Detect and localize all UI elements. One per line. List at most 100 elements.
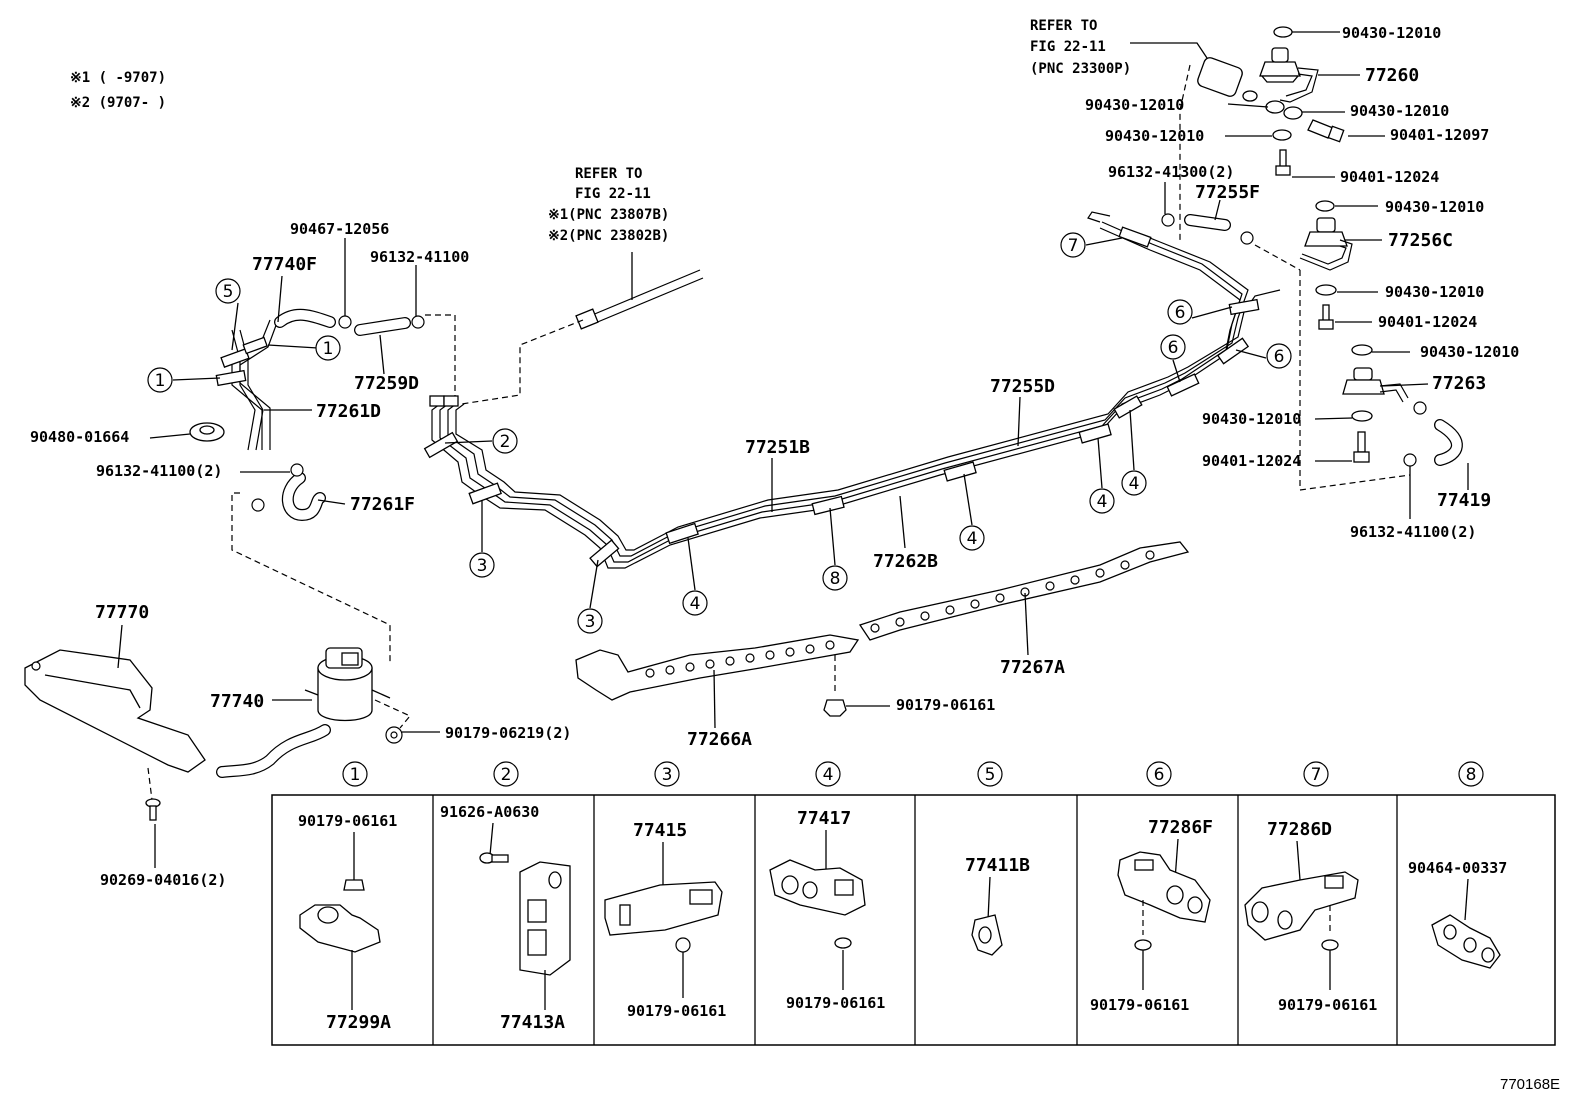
stiffener-77266A [575, 634, 860, 701]
detail-2-top: 91626-A0630 [440, 803, 539, 821]
label-90179-06219-2: 90179-06219(2) [445, 724, 571, 742]
svg-text:1: 1 [323, 339, 334, 359]
callout-5: 5 [215, 278, 241, 304]
hose-clamp-icon [1403, 453, 1417, 467]
callout-4: 4 [682, 590, 708, 616]
nut-icon [834, 937, 852, 949]
detail-4-top: 77417 [797, 808, 851, 829]
pipe-clamp-4b [943, 461, 977, 482]
hose-clamp-icon [1240, 231, 1254, 245]
svg-text:4: 4 [690, 594, 701, 614]
nut-icon [1134, 939, 1152, 951]
svg-text:3: 3 [585, 612, 596, 632]
hose-clamp-icon [251, 498, 265, 512]
washer-icon [1315, 200, 1335, 212]
detail-1-top: 90179-06161 [298, 812, 397, 830]
detail-5-top: 77411B [965, 855, 1030, 876]
detail-6-top: 77286F [1148, 817, 1213, 838]
label-90430-12010: 90430-12010 [1202, 410, 1301, 428]
detail-4-bottom: 90179-06161 [786, 994, 885, 1012]
label-77263: 77263 [1432, 373, 1486, 394]
figure-id: 770168E [1500, 1076, 1560, 1093]
detail-header-8: 8 [1458, 761, 1484, 787]
label-77266A: 77266A [687, 729, 752, 750]
svg-text:3: 3 [662, 765, 673, 785]
svg-text:※2(PNC 23802B): ※2(PNC 23802B) [548, 228, 669, 244]
detail-boxes: 1 2 3 4 5 6 7 8 90179-06161 77299A 91626… [271, 761, 1556, 1046]
label-77260: 77260 [1365, 65, 1419, 86]
detail-header-2: 2 [493, 761, 519, 787]
label-90179-06161: 90179-06161 [896, 696, 995, 714]
bolt-icon [145, 798, 161, 821]
svg-text:6: 6 [1168, 338, 1179, 358]
svg-text:4: 4 [823, 765, 834, 785]
label-96132-41100-2: 96132-41100(2) [96, 462, 222, 480]
svg-text:6: 6 [1154, 765, 1165, 785]
svg-text:7: 7 [1068, 236, 1079, 256]
svg-text:※1(PNC 23807B): ※1(PNC 23807B) [548, 207, 669, 223]
label-90467-12056: 90467-12056 [290, 220, 389, 238]
callout-2: 2 [492, 428, 518, 454]
callout-1: 1 [315, 335, 341, 361]
pipe-clamp-3b [589, 539, 620, 568]
label-77255D: 77255D [990, 376, 1055, 397]
svg-text:REFER TO: REFER TO [1030, 18, 1097, 34]
label-77255F: 77255F [1195, 182, 1260, 203]
svg-text:6: 6 [1274, 347, 1285, 367]
union-fitting-77256C [1299, 217, 1353, 271]
label-90401-12024: 90401-12024 [1340, 168, 1439, 186]
nut-icon [343, 879, 365, 891]
pipe-clamp-6b [1216, 337, 1250, 365]
label-90269-04016-2: 90269-04016(2) [100, 871, 226, 889]
svg-text:5: 5 [985, 765, 996, 785]
svg-text:2: 2 [500, 432, 511, 452]
svg-text:FIG 22-11: FIG 22-11 [1030, 39, 1106, 55]
washer-icon [1351, 410, 1373, 422]
bolt-icon [1318, 304, 1334, 330]
label-90430-12010: 90430-12010 [1105, 127, 1204, 145]
label-90430-12010: 90430-12010 [1385, 198, 1484, 216]
hose-clamp-icon [411, 315, 425, 329]
detail-header-5: 5 [977, 761, 1003, 787]
detail-header-4: 4 [815, 761, 841, 787]
detail-2-bottom: 77413A [500, 1012, 565, 1033]
callout-1: 1 [147, 367, 173, 393]
pipe-clamp-6a [1166, 373, 1200, 397]
label-90430-12010: 90430-12010 [1342, 24, 1441, 42]
detail-7-top: 77286D [1267, 819, 1332, 840]
hose-clamp-icon [290, 463, 304, 477]
pipe-clamp-2 [423, 431, 459, 459]
label-77267A: 77267A [1000, 657, 1065, 678]
label-90401-12024: 90401-12024 [1378, 313, 1477, 331]
svg-text:1: 1 [155, 371, 166, 391]
detail-7-bottom: 90179-06161 [1278, 996, 1377, 1014]
callout-4: 4 [1089, 488, 1115, 514]
callout-7: 7 [1060, 232, 1086, 258]
callout-6: 6 [1266, 343, 1292, 369]
hose-clamp-icon [338, 315, 352, 329]
detail-6-bottom: 90179-06161 [1090, 996, 1189, 1014]
label-77251B: 77251B [745, 437, 810, 458]
pipe-clamp-6c [1228, 298, 1260, 316]
bolt-icon [1307, 119, 1345, 143]
label-77740: 77740 [210, 691, 264, 712]
pipe-clamp-8 [811, 495, 845, 516]
note-1: ※1 ( -9707) [70, 70, 166, 86]
union-fitting-77263 [1342, 367, 1409, 403]
refer-to-center: REFER TO FIG 22-11 ※1(PNC 23807B) ※2(PNC… [548, 166, 669, 244]
label-77740F: 77740F [252, 254, 317, 275]
svg-text:3: 3 [477, 556, 488, 576]
grommet-icon [189, 422, 225, 442]
stiffener-77267A [858, 541, 1190, 641]
svg-text:4: 4 [1097, 492, 1108, 512]
callout-6: 6 [1160, 334, 1186, 360]
clamp-77286D-icon [1244, 871, 1359, 941]
label-96132-41100-2: 96132-41100(2) [1350, 523, 1476, 541]
svg-text:4: 4 [1129, 474, 1140, 494]
svg-text:(PNC 23300P): (PNC 23300P) [1030, 61, 1131, 77]
callout-3: 3 [469, 552, 495, 578]
detail-3-top: 77415 [633, 820, 687, 841]
svg-text:4: 4 [967, 529, 978, 549]
callout-6: 6 [1167, 299, 1193, 325]
